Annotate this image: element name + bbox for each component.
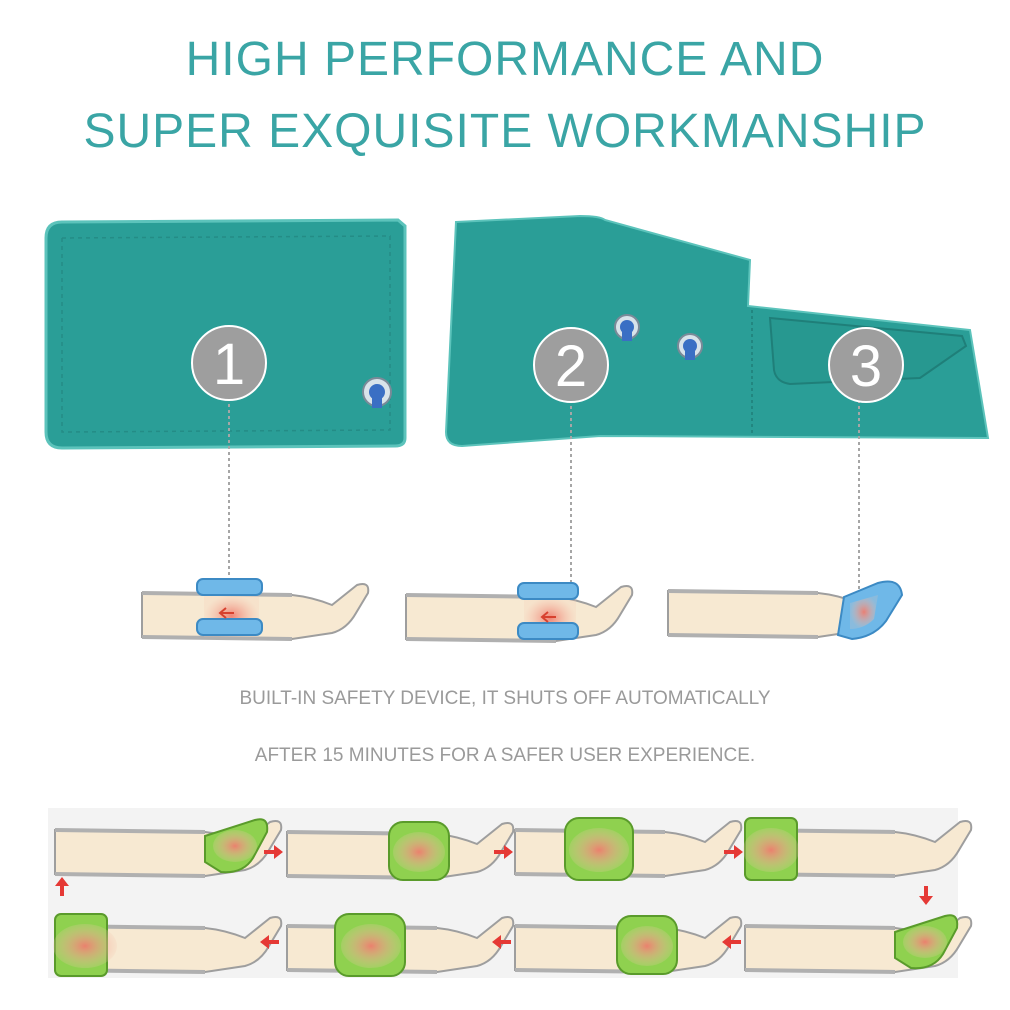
air-valve-icon [614,314,640,341]
leg-diagram-2 [404,582,635,643]
leg-diagram-1 [140,578,371,641]
cuff-2-3 [444,214,990,448]
sequence-leg-5 [743,914,974,974]
red-arrow-icon [919,886,933,905]
red-arrow-icon [494,845,513,859]
air-valve-icon [677,333,703,360]
badge-2: 2 [533,327,609,596]
sequence-leg-1 [53,818,284,878]
red-arrow-icon [492,935,511,949]
sequence-leg-6 [513,915,744,975]
badge-1-label: 1 [213,332,245,397]
sequence-leg-8 [53,913,284,977]
sequence-leg-3 [513,817,744,881]
badge-1: 1 [191,325,267,590]
red-arrow-icon [722,935,741,949]
red-arrow-icon [724,845,743,859]
leg-diagram-3 [666,580,904,641]
headline-line-2: SUPER EXQUISITE WORKMANSHIP [83,105,927,158]
sequence-leg-7 [285,913,516,977]
badge-3: 3 [828,327,904,590]
badge-3-label: 3 [850,334,882,399]
red-arrow-icon [260,935,279,949]
red-arrow-icon [264,845,283,859]
safety-caption-line-1: BUILT-IN SAFETY DEVICE, IT SHUTS OFF AUT… [239,688,771,709]
badge-2-label: 2 [555,334,587,399]
headline-line-1: HIGH PERFORMANCE AND [185,33,825,86]
safety-caption-line-2: AFTER 15 MINUTES FOR A SAFER USER EXPERI… [254,745,756,766]
sequence-leg-4 [743,817,974,881]
air-valve-icon [362,377,392,408]
red-arrow-icon [55,877,69,896]
sequence-leg-2 [285,821,516,881]
